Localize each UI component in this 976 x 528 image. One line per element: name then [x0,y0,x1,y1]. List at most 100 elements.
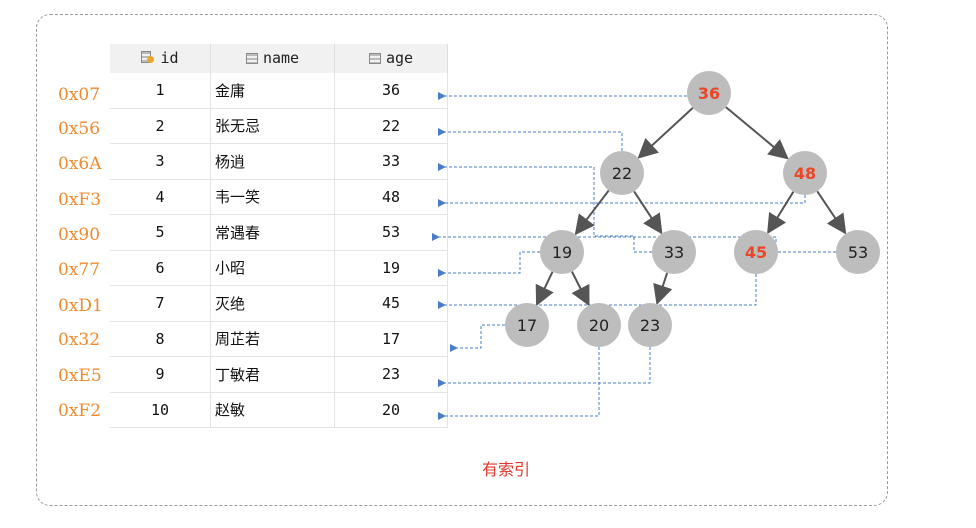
row-pointer-line [438,128,623,151]
column-header-name-label: name [262,49,300,68]
tree-edge [574,189,610,236]
row-pointer-line [438,251,540,277]
tree-node-label: 23 [640,316,660,335]
tree-edge [633,190,663,235]
cell-name: 常遇春 [210,214,335,251]
cell-age: 53 [334,214,448,251]
tree-edge [571,271,590,307]
row-pointer-line [438,163,652,253]
tree-node-label: 45 [745,243,767,262]
column-header-id[interactable]: id [110,44,211,73]
column-icon [245,52,258,64]
cell-id: 1 [110,73,211,109]
tree-edge [767,191,795,235]
tree-node [540,230,584,274]
tree-node-label: 22 [612,164,632,183]
cell-name: 赵敏 [210,392,335,428]
cell-id: 5 [110,214,211,251]
tree-node [577,303,621,347]
cell-age: 23 [334,356,448,393]
cell-name: 金庸 [210,73,335,109]
column-header-name[interactable]: name [210,44,335,73]
tree-node [628,303,672,347]
tree-node [783,151,827,195]
row-pointer-line [438,347,651,387]
cell-id: 4 [110,179,211,215]
primary-key-icon [141,50,155,65]
cell-age: 36 [334,73,448,109]
row-pointer-line [438,347,600,420]
cell-name: 周芷若 [210,321,335,357]
cell-age: 33 [334,143,448,180]
row-address: 0xD1 [58,296,103,316]
dashed-frame [36,14,888,506]
row-address: 0x90 [58,225,101,245]
cell-name: 韦一笑 [210,179,335,215]
diagram-caption: 有索引 [482,460,531,479]
tree-edge [816,190,847,235]
column-header-id-label: id [160,48,179,67]
cell-id: 6 [110,250,211,286]
cell-id: 8 [110,321,211,357]
row-address: 0x77 [58,260,101,280]
cell-id: 10 [110,392,211,428]
tree-node [836,230,880,274]
row-address: 0xF2 [58,401,102,421]
cell-id: 2 [110,108,211,144]
cell-name: 丁敏君 [210,356,335,393]
tree-node-label: 53 [848,243,868,262]
cell-age: 20 [334,392,448,428]
column-icon [368,52,381,64]
tree-edge [725,106,789,160]
cell-name: 张无忌 [210,108,335,144]
cell-age: 45 [334,285,448,322]
row-address: 0xE5 [58,366,102,386]
cell-name: 灭绝 [210,285,335,322]
row-address: 0x56 [58,119,101,139]
tree-node-label: 36 [698,84,720,103]
row-pointer-line [438,195,806,207]
tree-node-label: 19 [552,243,572,262]
table-header-row: id name age [110,44,448,73]
row-address: 0xF3 [58,190,102,210]
cell-name: 小昭 [210,250,335,286]
row-address: 0x32 [58,330,101,350]
tree-edge [535,271,554,307]
cell-age: 48 [334,179,448,215]
cell-age: 17 [334,321,448,357]
tree-node-label: 17 [517,316,537,335]
cell-age: 19 [334,250,448,286]
cell-id: 3 [110,143,211,180]
tree-node-label: 20 [589,316,609,335]
tree-edge [637,107,694,159]
tree-node [505,303,549,347]
row-pointer-line [438,274,757,309]
tree-node [600,151,644,195]
tree-node [652,230,696,274]
row-pointer-line [450,324,505,352]
row-address: 0x6A [58,154,102,174]
column-header-age[interactable]: age [334,44,448,73]
cell-age: 22 [334,108,448,144]
row-address: 0x07 [58,85,101,105]
tree-node [734,230,778,274]
cell-id: 9 [110,356,211,393]
column-header-age-label: age [385,49,414,68]
tree-node-label: 48 [794,164,816,183]
cell-id: 7 [110,285,211,322]
tree-node [687,71,731,115]
cell-name: 杨逍 [210,143,335,180]
tree-edge [653,272,673,306]
